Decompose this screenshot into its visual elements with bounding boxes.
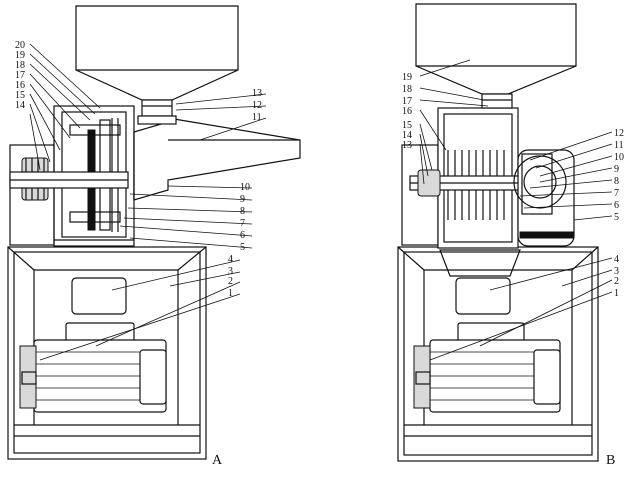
callout-a-6: 6 bbox=[240, 230, 245, 241]
side-housing-b bbox=[513, 149, 575, 247]
callout-a-3: 3 bbox=[228, 266, 233, 277]
leaders-a bbox=[29, 43, 267, 361]
callout-a-1: 1 bbox=[228, 288, 233, 299]
callout-b-13: 13 bbox=[402, 140, 412, 151]
callout-a-4: 4 bbox=[228, 254, 233, 265]
hopper-a bbox=[75, 5, 239, 125]
callout-a-18: 18 bbox=[15, 60, 25, 71]
callout-a-19: 19 bbox=[15, 50, 25, 61]
view-a-label: A bbox=[212, 453, 223, 468]
callout-a-11: 11 bbox=[252, 112, 262, 123]
motor-b bbox=[413, 322, 561, 413]
callout-a-2: 2 bbox=[228, 276, 233, 287]
callout-a-10: 10 bbox=[240, 182, 250, 193]
leaders-b bbox=[419, 59, 613, 361]
callout-a-8: 8 bbox=[240, 206, 245, 217]
mill-body-b bbox=[401, 107, 541, 249]
callout-b-8: 8 bbox=[614, 176, 619, 187]
callout-a-16: 16 bbox=[15, 80, 25, 91]
view-a: 20 19 18 17 16 15 14 13 12 11 10 9 8 7 6… bbox=[7, 5, 301, 468]
callout-a-12: 12 bbox=[252, 100, 262, 111]
callout-b-18: 18 bbox=[402, 84, 412, 95]
hopper-b bbox=[415, 3, 577, 109]
callout-a-14: 14 bbox=[15, 100, 25, 111]
callout-b-10: 10 bbox=[614, 152, 624, 163]
callouts-b: 19 18 17 16 15 14 13 12 11 10 9 8 7 6 5 … bbox=[402, 72, 624, 299]
callout-b-1: 1 bbox=[614, 288, 619, 299]
callout-a-13: 13 bbox=[252, 88, 262, 99]
callout-b-3: 3 bbox=[614, 266, 619, 277]
callout-a-5: 5 bbox=[240, 242, 245, 253]
callout-b-7: 7 bbox=[614, 188, 619, 199]
callout-b-17: 17 bbox=[402, 96, 412, 107]
view-b: 19 18 17 16 15 14 13 12 11 10 9 8 7 6 5 … bbox=[397, 3, 624, 468]
callout-a-17: 17 bbox=[15, 70, 25, 81]
callout-a-15: 15 bbox=[15, 90, 25, 101]
callout-b-15: 15 bbox=[402, 120, 412, 131]
callout-b-5: 5 bbox=[614, 212, 619, 223]
callout-a-9: 9 bbox=[240, 194, 245, 205]
callout-b-12: 12 bbox=[614, 128, 624, 139]
callout-b-19: 19 bbox=[402, 72, 412, 83]
outlet-chute-a bbox=[133, 117, 301, 201]
callout-b-11: 11 bbox=[614, 140, 624, 151]
callout-b-6: 6 bbox=[614, 200, 619, 211]
callout-a-7: 7 bbox=[240, 218, 245, 229]
callout-b-2: 2 bbox=[614, 276, 619, 287]
callout-b-14: 14 bbox=[402, 130, 412, 141]
motor-a bbox=[19, 322, 167, 413]
callout-a-20: 20 bbox=[15, 40, 25, 51]
pulley-a bbox=[9, 157, 129, 201]
view-b-label: B bbox=[606, 453, 615, 468]
callout-b-4: 4 bbox=[614, 254, 619, 265]
callout-b-16: 16 bbox=[402, 106, 412, 117]
callout-b-9: 9 bbox=[614, 164, 619, 175]
callouts-a: 20 19 18 17 16 15 14 13 12 11 10 9 8 7 6… bbox=[15, 40, 262, 299]
